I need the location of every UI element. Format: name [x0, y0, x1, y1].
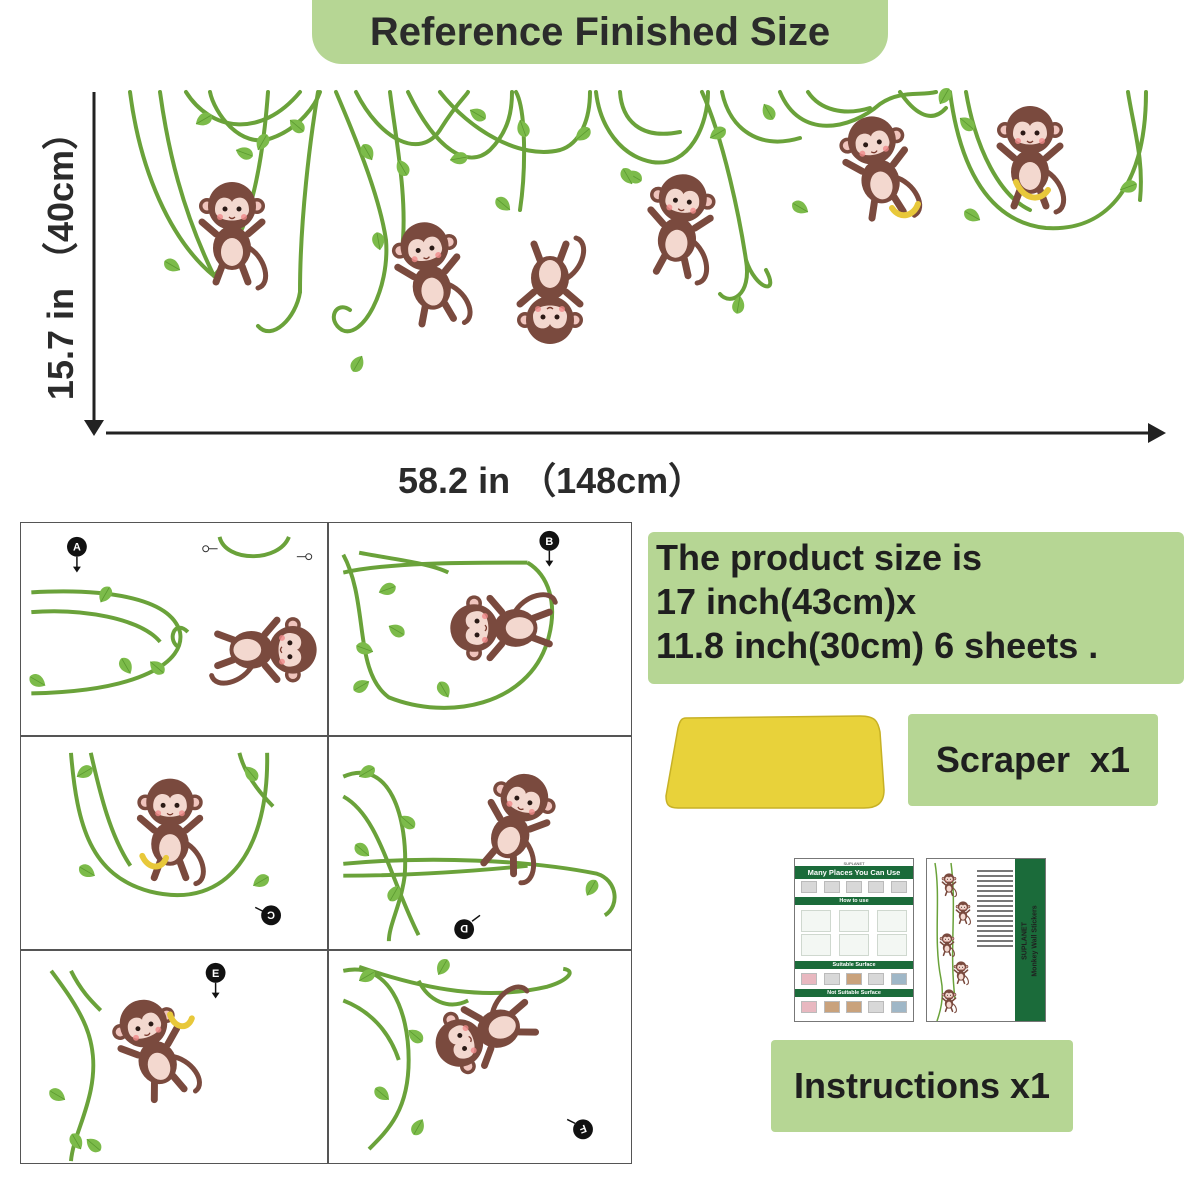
scraper-label: Scraper x1	[908, 714, 1158, 806]
sheet-e: E	[20, 950, 328, 1164]
card-how-to-use: How to use	[795, 897, 913, 905]
marker-f-icon: F	[566, 1118, 593, 1140]
product-size-line-1: The product size is	[656, 537, 983, 578]
sheet-marker-label: F	[577, 1122, 588, 1136]
instructions-label: Instructions x1	[771, 1040, 1073, 1132]
banana-icon	[139, 852, 170, 870]
sheet-c: C	[20, 736, 328, 950]
marker-e-icon: E	[205, 962, 226, 999]
card-back-brand: SUPLANET	[1021, 922, 1028, 960]
product-size-line-2: 17 inch(43cm)x	[656, 581, 917, 622]
sheet-b: B	[328, 522, 632, 736]
card-suitable-surface: Suitable Surface	[795, 961, 913, 969]
sheet-marker-label: A	[73, 542, 81, 554]
sheet-marker-label: E	[212, 968, 219, 980]
height-label: 15.7 in （40cm）	[40, 113, 81, 401]
leaves	[161, 85, 1140, 375]
card-heading: Many Places You Can Use	[795, 866, 913, 879]
marker-c-icon: C	[254, 905, 281, 926]
sheet-d: D	[328, 736, 632, 950]
sheet-marker-label: C	[267, 908, 275, 920]
banana-icon	[889, 201, 921, 219]
card-back-monkeys	[934, 862, 972, 1021]
card-not-suitable-surface: Not Suitable Surface	[795, 989, 913, 997]
marker-d-icon: D	[454, 914, 481, 940]
width-arrow	[106, 423, 1166, 443]
card-brand: SUPLANET	[843, 861, 865, 866]
sheet-marker-label: D	[460, 922, 468, 934]
scraper-image	[665, 715, 885, 809]
sheet-a: A	[20, 522, 328, 736]
sheet-f: F	[328, 950, 632, 1164]
marker-b-icon: B	[539, 530, 560, 567]
banana-icon	[167, 1011, 195, 1030]
product-size-line-3: 11.8 inch(30cm) 6 sheets .	[656, 625, 1099, 666]
instruction-card-front: SUPLANET Many Places You Can Use How to …	[794, 858, 914, 1022]
banana-icon	[1013, 179, 1051, 201]
card-back-title: SUPLANET Monkey Wall Stickers	[1020, 905, 1040, 976]
title-banner: Reference Finished Size	[312, 0, 888, 64]
width-label: 58.2 in （148cm）	[398, 460, 705, 501]
vines	[128, 90, 1148, 334]
hero-illustration	[84, 85, 1166, 443]
height-arrow	[84, 92, 104, 436]
instruction-card-back: SUPLANET Monkey Wall Stickers	[926, 858, 1046, 1022]
monkeys	[199, 106, 1064, 344]
product-size-box: The product size is 17 inch(43cm)x 11.8 …	[648, 532, 1184, 684]
marker-a-icon: A	[67, 536, 87, 573]
sheet-marker-label: B	[545, 536, 553, 548]
card-back-product: Monkey Wall Stickers	[1031, 905, 1038, 977]
